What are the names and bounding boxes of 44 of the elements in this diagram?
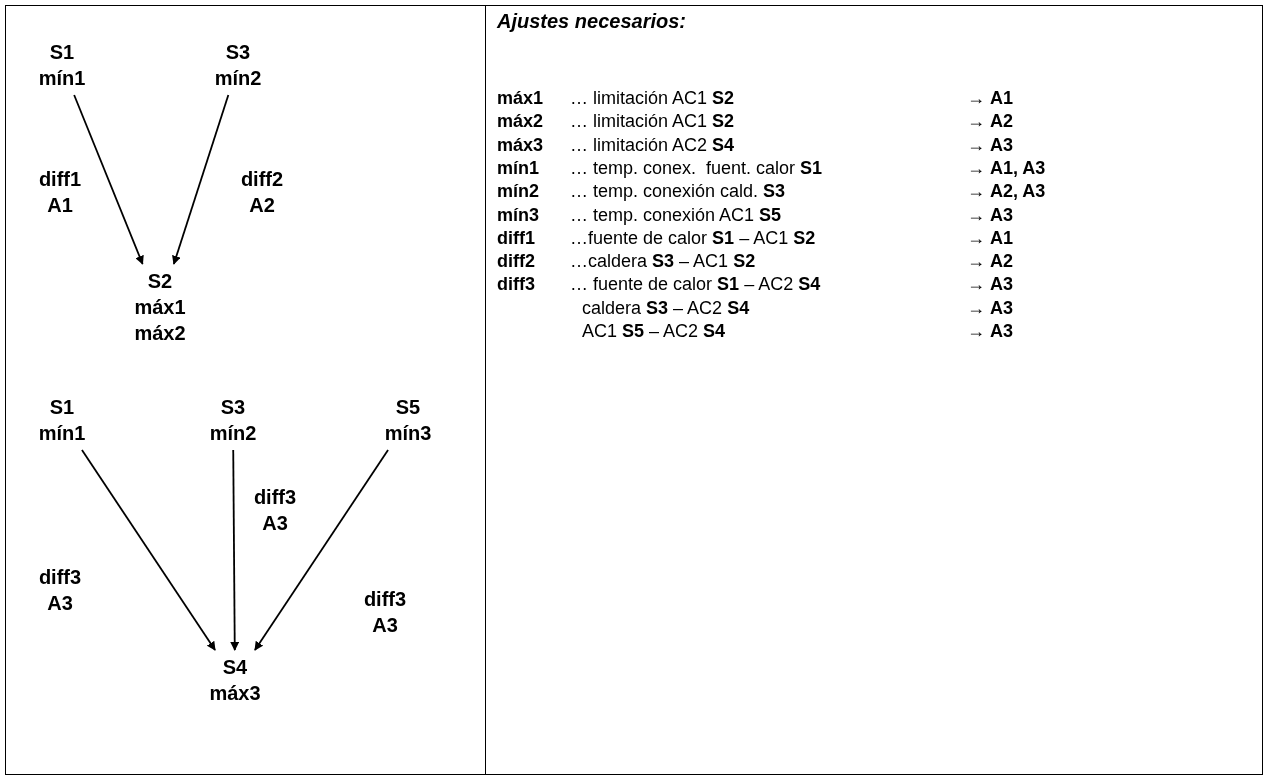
setting-description: … temp. conexión cald. S3	[570, 180, 786, 203]
setting-name: mín1	[497, 156, 539, 179]
result: → A1	[967, 87, 1014, 109]
arrow	[81, 449, 216, 651]
setting-name: máx2	[497, 110, 544, 133]
setting-name: diff1	[497, 226, 535, 249]
arrow	[254, 449, 389, 651]
arrow	[172, 94, 230, 265]
result: → A1	[967, 226, 1014, 249]
setting-name: máx3	[497, 133, 544, 156]
setting-description: … fuente de calor S1 – AC2 S4	[570, 273, 821, 296]
node-label: S3 mín2	[214, 39, 262, 91]
setting-description: AC1 S5 – AC2 S4	[582, 320, 726, 342]
setting-description: …fuente de calor S1 – AC1 S2	[570, 226, 816, 249]
setting-name: mín3	[497, 203, 539, 226]
node-label: S2 máx1 máx2	[134, 268, 186, 346]
result: → A2	[967, 250, 1014, 273]
setting-name: diff3	[497, 273, 535, 296]
node-label: S1 mín1	[38, 394, 86, 446]
setting-description: caldera S3 – AC2 S4	[582, 296, 750, 319]
arrow	[73, 94, 144, 265]
result: → A2	[967, 110, 1014, 133]
setting-description: … limitación AC2 S4	[570, 133, 735, 156]
node-label: S4 máx3	[209, 654, 261, 706]
setting-description: …caldera S3 – AC1 S2	[570, 250, 756, 273]
node-label: S5 mín3	[384, 394, 432, 446]
setting-name: máx1	[497, 87, 544, 109]
result: → A1, A3	[967, 156, 1046, 179]
node-label: S3 mín2	[209, 394, 257, 446]
arrow	[230, 449, 240, 651]
result: → A3	[967, 133, 1014, 156]
setting-description: … temp. conexión AC1 S5	[570, 203, 782, 226]
result: → A3	[967, 296, 1014, 319]
result: → A3	[967, 203, 1014, 226]
setting-description: … temp. conex. fuent. calor S1	[570, 156, 823, 179]
setting-description: … limitación AC1 S2	[570, 110, 735, 133]
result: → A3	[967, 320, 1014, 342]
node-label: S1 mín1	[38, 39, 86, 91]
setting-name: mín2	[497, 180, 539, 203]
setting-name: diff2	[497, 250, 535, 273]
panel-heading: Ajustes necesarios:	[497, 10, 686, 33]
result: → A3	[967, 273, 1014, 296]
result: → A2, A3	[967, 180, 1046, 203]
setting-description: … limitación AC1 S2	[570, 87, 735, 109]
